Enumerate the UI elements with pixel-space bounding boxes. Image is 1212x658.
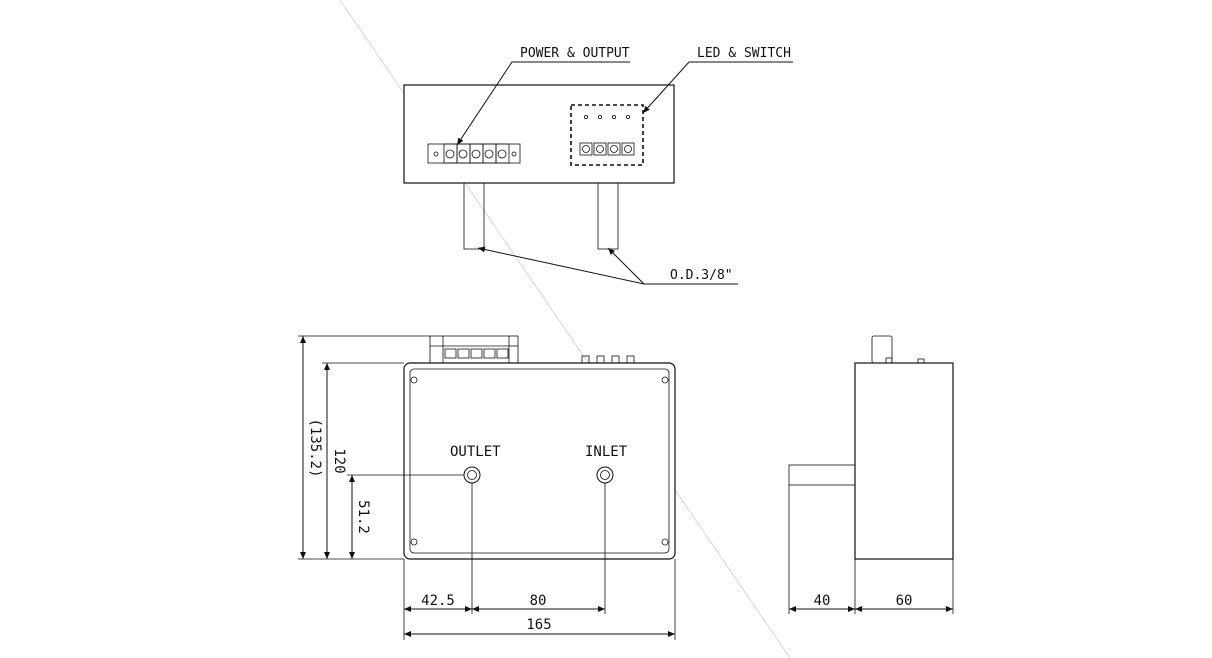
dim-body-height: 120 [331, 448, 347, 473]
side-view: 40 60 [788, 335, 954, 614]
outlet-label: OUTLET [450, 444, 501, 460]
terminal-block [427, 143, 521, 164]
inlet-label: INLET [585, 444, 628, 460]
front-view-inner-edge [409, 368, 670, 554]
dim-overall-height: (135.2) [307, 418, 323, 477]
dim-outlet-offset: 42.5 [421, 593, 455, 609]
front-connector-3 [611, 355, 620, 364]
dim-port-height: 51.2 [355, 500, 371, 534]
power-output-leader [456, 61, 630, 146]
tube-od-label: O.D.3/8" [670, 268, 733, 283]
mount-hole-tr [661, 376, 669, 384]
tube-left [463, 182, 485, 250]
side-tube [788, 464, 856, 486]
front-connector-4 [626, 355, 635, 364]
front-view: OUTLET INLET (135.2) 120 51.2 42.5 80 16… [298, 335, 676, 640]
led-switch-label: LED & SWITCH [697, 46, 791, 61]
mount-hole-tl [410, 376, 418, 384]
front-view-body [403, 362, 676, 560]
dim-tube-length: 40 [814, 593, 831, 609]
side-terminal [871, 335, 893, 364]
tube-od-leader-left [477, 246, 645, 285]
mount-hole-bl [410, 538, 418, 546]
side-switch-stub [917, 358, 925, 364]
power-output-label: POWER & OUTPUT [520, 46, 630, 61]
side-view-body [854, 362, 954, 560]
dim-port-spacing: 80 [530, 593, 547, 609]
side-led-stub [885, 357, 893, 364]
tube-od-leader-right [607, 247, 645, 285]
front-terminal-block [429, 335, 519, 364]
top-view-body [403, 84, 675, 184]
front-connector-2 [596, 355, 605, 364]
tube-right [597, 182, 619, 250]
mount-hole-br [661, 538, 669, 546]
led-switch-panel [570, 104, 644, 166]
top-view: POWER & OUTPUT LED & SWITCH O.D.3/8" [403, 46, 793, 285]
dim-depth: 60 [896, 593, 913, 609]
dim-width: 165 [526, 617, 551, 633]
led-switch-leader [642, 61, 793, 114]
